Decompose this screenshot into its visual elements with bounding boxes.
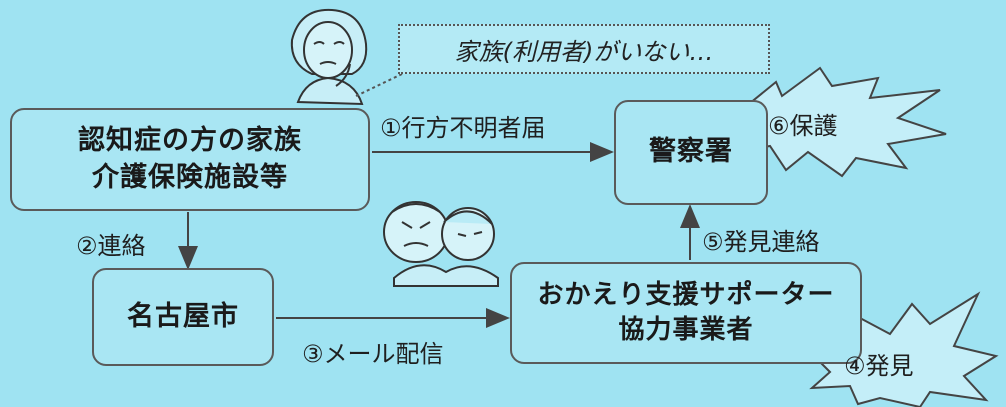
family-node: 認知症の方の家族 介護保険施設等 [10, 108, 370, 211]
family-node-line1: 認知症の方の家族 [78, 125, 302, 157]
starburst-discover [809, 291, 999, 407]
step3-label: ③メール配信 [302, 340, 444, 368]
police-node-label: 警察署 [649, 136, 733, 168]
speech-bubble: 家族(利用者)がいない… [398, 24, 770, 74]
police-node: 警察署 [614, 100, 768, 205]
step4-label: ④発見 [844, 352, 914, 380]
step1-label: ①行方不明者届 [380, 114, 546, 142]
city-node-label: 名古屋市 [127, 300, 239, 332]
step6-label: ⑥保護 [768, 112, 838, 140]
elderly-couple-illustration [383, 201, 499, 287]
step5-label: ⑤発見連絡 [702, 228, 820, 256]
supporter-node-line2: 協力事業者 [618, 315, 754, 345]
supporter-node-line1: おかえり支援サポーター [537, 279, 835, 310]
starburst-protect [742, 66, 947, 178]
family-node-line2: 介護保険施設等 [92, 161, 288, 193]
supporter-node: おかえり支援サポーター 協力事業者 [510, 262, 862, 364]
worried-woman-illustration [290, 8, 368, 106]
step2-label: ②連絡 [76, 232, 146, 260]
city-node: 名古屋市 [92, 268, 274, 366]
bubble-tail [355, 73, 403, 97]
